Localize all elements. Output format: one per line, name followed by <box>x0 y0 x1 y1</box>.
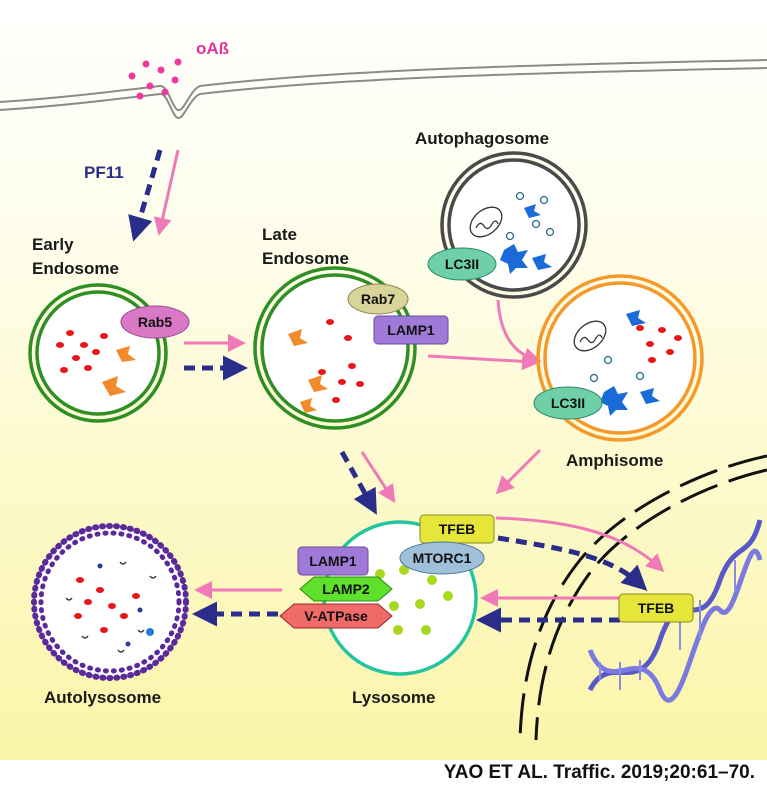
tfeb-lysosome-tag: TFEB <box>419 514 495 544</box>
lamp1-late-tag: LAMP1 <box>373 315 449 345</box>
mitochondrion-icon <box>469 206 503 238</box>
lc3ii-amphisome-tag: LC3II <box>533 386 603 420</box>
svg-text:LAMP1: LAMP1 <box>309 553 357 569</box>
nuclear-envelope <box>518 454 767 741</box>
tfeb-nucleus-tag: TFEB <box>618 593 694 623</box>
svg-text:LAMP2: LAMP2 <box>322 581 370 597</box>
svg-text:TFEB: TFEB <box>439 521 476 537</box>
svg-text:MTORC1: MTORC1 <box>413 550 472 566</box>
oab-particles <box>128 58 182 100</box>
mtorc1-tag: MTORC1 <box>399 541 485 575</box>
svg-text:V-ATPase: V-ATPase <box>304 608 368 624</box>
cell-membrane <box>0 59 767 119</box>
svg-text:Rab7: Rab7 <box>361 291 395 307</box>
svg-text:LC3II: LC3II <box>445 256 479 272</box>
rab5-tag: Rab5 <box>120 305 190 339</box>
lysosome-label: Lysosome <box>352 688 435 707</box>
amphisome-to-lysosome-arrow <box>495 448 542 495</box>
oab-label: oAß <box>196 39 229 58</box>
late-endosome-to-lysosome-pink-arrow <box>360 451 396 504</box>
tfeb-to-nucleus-pink-arrow <box>495 516 665 573</box>
svg-text:LC3II: LC3II <box>551 395 585 411</box>
tfeb-to-nucleus-dashed-arrow <box>497 535 648 591</box>
late-endosome-label-line2: Endosome <box>262 249 349 268</box>
pf11-dashed-arrow <box>128 149 163 242</box>
oab-entry-arrow <box>153 149 180 236</box>
autolysosome <box>31 523 189 681</box>
autophagosome-label: Autophagosome <box>415 129 549 148</box>
early-endosome-label-line1: Early <box>32 235 74 254</box>
mitochondrion-icon <box>573 320 607 352</box>
rab7-tag: Rab7 <box>347 283 409 315</box>
svg-text:Rab5: Rab5 <box>138 314 172 330</box>
svg-text:TFEB: TFEB <box>638 600 675 616</box>
lamp2-tag: LAMP2 <box>299 576 393 602</box>
early-endosome-label-line2: Endosome <box>32 259 119 278</box>
lc3ii-autophagosome-tag: LC3II <box>427 247 497 281</box>
pf11-label: PF11 <box>84 163 124 182</box>
svg-text:LAMP1: LAMP1 <box>387 322 435 338</box>
late-endosome-to-lysosome-dashed-arrow <box>339 450 377 515</box>
amphisome-label: Amphisome <box>566 451 663 470</box>
late-endosome-to-amphisome-arrow <box>427 352 540 371</box>
late-endosome-label-line1: Late <box>262 225 297 244</box>
lamp1-lysosome-tag: LAMP1 <box>297 546 369 576</box>
early-endosome <box>28 283 168 423</box>
citation: YAO ET AL. Traffic. 2019;20:61–70. <box>443 762 755 783</box>
endolysosomal-pathway-diagram: oAß PF11 Early Endosome Late Endosome Au… <box>0 0 767 760</box>
vatpase-tag: V-ATPase <box>279 603 393 629</box>
autolysosome-label: Autolysosome <box>44 688 161 707</box>
